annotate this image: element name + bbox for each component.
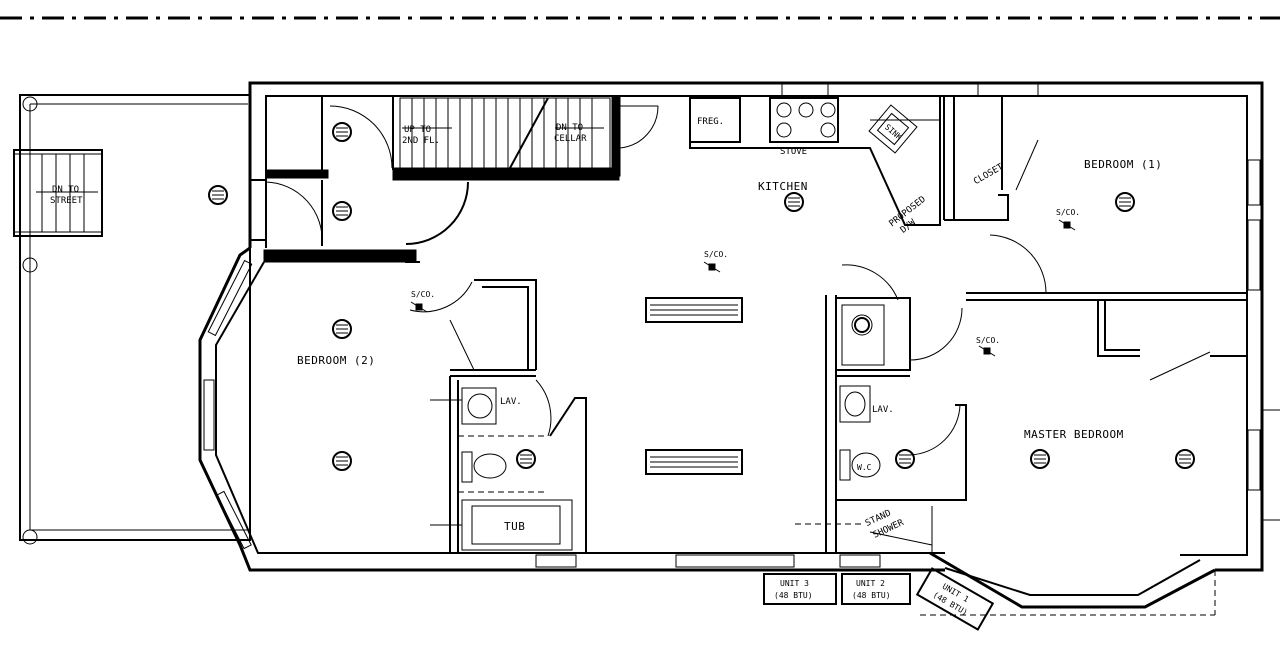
- street-stair: [13, 149, 103, 237]
- detector-bedroom1: [1058, 219, 1076, 231]
- ceiling-light-12: [854, 317, 870, 333]
- ceiling-light-11: [1175, 449, 1195, 469]
- exterior-dashed: [920, 409, 1280, 616]
- dn-to-street-label: DN TO: [52, 185, 79, 195]
- tub-label: TUB: [504, 520, 525, 533]
- ceiling-light-8: [1115, 192, 1135, 212]
- ceiling-light-9: [895, 449, 915, 469]
- ceiling-light-2: [208, 185, 228, 205]
- right-bath: [795, 295, 967, 553]
- ceiling-light-1: [332, 122, 352, 142]
- bedroom2-door: [405, 261, 473, 313]
- ceiling-light-7: [784, 192, 804, 212]
- ceiling-light-6: [516, 449, 536, 469]
- dn-to-street-label-2: STREET: [50, 196, 83, 206]
- master-closet-walls: [1097, 300, 1247, 381]
- sco-kitchen-label: S/CO.: [704, 250, 728, 259]
- lav-right-label: LAV.: [872, 405, 894, 415]
- kitchen-label: KITCHEN: [758, 180, 808, 193]
- detector-master: [978, 345, 996, 357]
- lav-left-label: LAV.: [500, 397, 522, 407]
- interior-stair: [399, 97, 611, 169]
- up-to-2nd-label-2: 2ND FL.: [402, 136, 440, 146]
- up-to-2nd-label: UP TO: [404, 125, 431, 135]
- unit1-box: [915, 567, 995, 631]
- ceiling-light-3: [332, 201, 352, 221]
- ceiling-light-10: [1030, 449, 1050, 469]
- sink-label: SINK: [883, 123, 904, 142]
- bedroom1-walls: [943, 96, 1247, 301]
- master-bedroom-label: MASTER BEDROOM: [1024, 428, 1124, 441]
- left-bath: [430, 279, 587, 553]
- fridge-label: FREG.: [697, 117, 724, 127]
- unit2-box: [841, 573, 911, 605]
- detector-kitchen: [703, 261, 721, 273]
- entry-walls: [250, 95, 659, 263]
- unit3-box: [763, 573, 837, 605]
- detector-bedroom2: [410, 301, 428, 313]
- unit3-label-2: (48 BTU): [774, 591, 813, 600]
- unit2-label-2: (48 BTU): [852, 591, 891, 600]
- deck: [19, 94, 251, 545]
- stove: [769, 97, 839, 143]
- stove-label: STOVE: [780, 147, 807, 157]
- hall-registers: [645, 297, 743, 475]
- closet-label: CLOSET: [972, 162, 1006, 187]
- unit3-label: UNIT 3: [780, 579, 809, 588]
- wc-label: W.C: [857, 463, 872, 472]
- refrigerator: [689, 97, 741, 143]
- bedroom1-label: BEDROOM (1): [1084, 158, 1162, 171]
- sco-bed1-label: S/CO.: [1056, 208, 1080, 217]
- kitchen-counter: [689, 96, 941, 226]
- sco-bed2-label: S/CO.: [411, 290, 435, 299]
- sco-master-label: S/CO.: [976, 336, 1000, 345]
- ceiling-light-5: [332, 451, 352, 471]
- kitchen-door-swing: [841, 264, 899, 301]
- building-outline: [198, 81, 1264, 609]
- bedroom2-label: BEDROOM (2): [297, 354, 375, 367]
- ceiling-light-4: [332, 319, 352, 339]
- unit2-label: UNIT 2: [856, 579, 885, 588]
- dn-to-cellar-label-2: CELLAR: [554, 134, 587, 144]
- dn-to-cellar-label: DN TO: [556, 123, 583, 133]
